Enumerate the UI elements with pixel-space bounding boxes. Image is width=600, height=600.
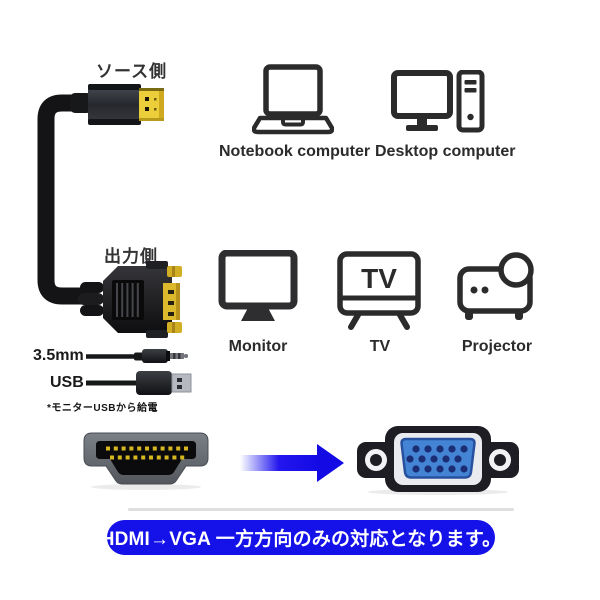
power-note: *モニターUSBから給電 bbox=[47, 403, 159, 414]
vga-pin-holes bbox=[406, 445, 468, 473]
hdmi-pins bbox=[106, 446, 188, 460]
desktop-computer-icon bbox=[391, 70, 485, 133]
cable-loop-icon bbox=[37, 94, 95, 305]
audio-jack-cable-icon bbox=[86, 349, 188, 363]
usb-cable-icon bbox=[86, 371, 192, 395]
vga-port-photo bbox=[357, 426, 519, 495]
hdmi-plug-icon bbox=[70, 84, 164, 125]
monitor-label: Monitor bbox=[228, 338, 288, 355]
output-side-label: 出力側 bbox=[104, 247, 158, 266]
vga-screw-hole-right bbox=[489, 449, 511, 471]
projector-icon bbox=[457, 252, 534, 320]
projector-label: Projector bbox=[461, 338, 533, 355]
hdmi-port-photo bbox=[83, 432, 209, 490]
monitor-icon bbox=[218, 250, 298, 321]
desktop-computer-label: Desktop computer bbox=[375, 143, 516, 160]
conversion-banner: HDMI→VGA 一方方向のみの対応となります。 bbox=[101, 520, 501, 555]
ground-shadow-line bbox=[128, 508, 514, 511]
tv-screen-text: TV bbox=[361, 263, 397, 294]
direction-arrow-icon bbox=[240, 444, 344, 482]
audio-jack-label: 3.5mm bbox=[33, 347, 84, 364]
vga-plug-icon bbox=[78, 261, 182, 338]
tv-label: TV bbox=[369, 338, 391, 355]
usb-label: USB bbox=[50, 374, 84, 391]
source-side-label: ソース側 bbox=[96, 62, 168, 81]
notebook-computer-label: Notebook computer bbox=[219, 143, 371, 160]
vga-screw-hole-left bbox=[365, 449, 387, 471]
notebook-computer-icon bbox=[252, 64, 334, 135]
hdmi-vga-cable-photo bbox=[37, 84, 182, 338]
tv-icon: TV bbox=[337, 251, 421, 330]
